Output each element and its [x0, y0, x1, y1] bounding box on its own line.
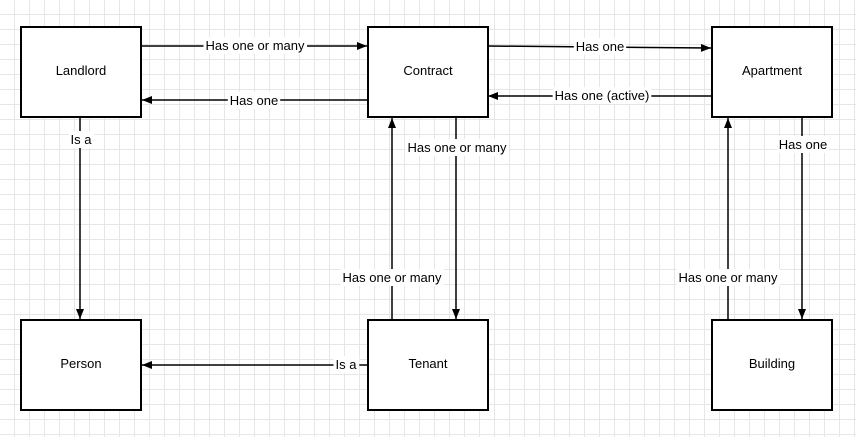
edge-label-apartment-contract: Has one (active): [552, 87, 652, 104]
edge-label-contract-tenant: Has one or many: [405, 139, 509, 156]
svg-text:Is a: Is a: [336, 357, 358, 372]
edge-label-apartment-building: Has one: [776, 136, 830, 153]
edge-label-landlord-person: Is a: [68, 131, 95, 148]
svg-text:Has one or many: Has one or many: [408, 140, 507, 155]
svg-text:Has one or many: Has one or many: [343, 270, 442, 285]
svg-text:Is a: Is a: [71, 132, 93, 147]
node-apartment[interactable]: Apartment: [711, 26, 833, 118]
edge-label-contract-apartment: Has one: [573, 38, 627, 55]
node-building[interactable]: Building: [711, 319, 833, 411]
edge-label-tenant-person: Is a: [333, 356, 360, 373]
edge-label-building-apartment: Has one or many: [676, 269, 780, 286]
node-tenant[interactable]: Tenant: [367, 319, 489, 411]
node-contract[interactable]: Contract: [367, 26, 489, 118]
svg-text:Has one: Has one: [779, 137, 827, 152]
svg-text:Has one (active): Has one (active): [555, 88, 650, 103]
node-label-tenant: Tenant: [408, 356, 447, 371]
node-person[interactable]: Person: [20, 319, 142, 411]
node-label-building: Building: [749, 356, 795, 371]
svg-text:Has one: Has one: [576, 39, 624, 54]
svg-text:Has one or many: Has one or many: [206, 38, 305, 53]
svg-text:Has one: Has one: [230, 93, 278, 108]
edge-label-contract-landlord: Has one: [227, 92, 281, 109]
node-label-apartment: Apartment: [742, 63, 802, 78]
node-label-contract: Contract: [403, 63, 453, 78]
svg-text:Has one or many: Has one or many: [679, 270, 778, 285]
node-label-person: Person: [60, 356, 101, 371]
node-landlord[interactable]: Landlord: [20, 26, 142, 118]
node-label-landlord: Landlord: [56, 63, 107, 78]
edge-label-tenant-contract: Has one or many: [340, 269, 444, 286]
edge-label-landlord-contract: Has one or many: [203, 37, 307, 54]
